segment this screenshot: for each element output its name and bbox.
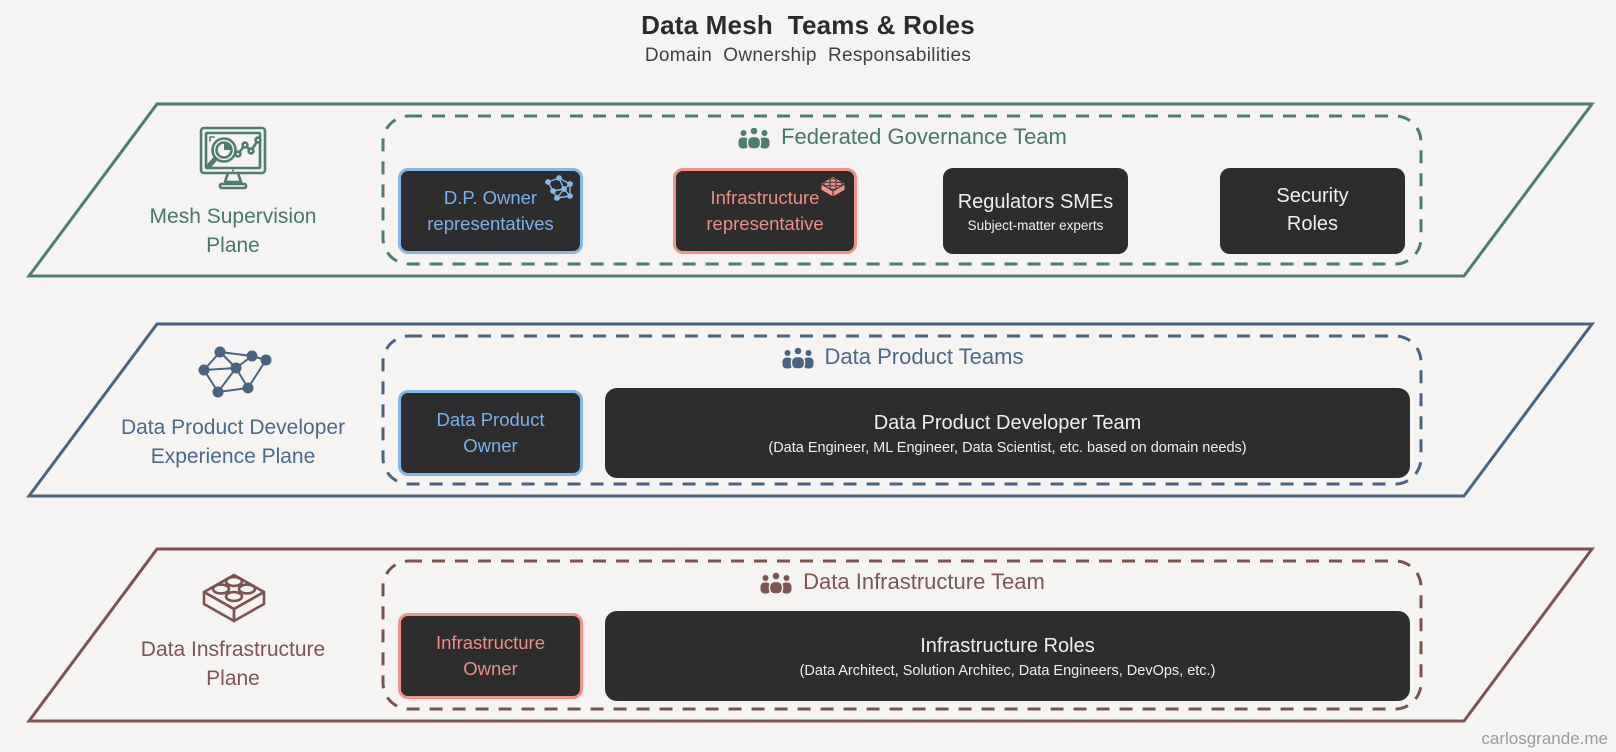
team-name: Data Product Teams [824, 344, 1024, 369]
team-name: Data Infrastructure Team [803, 569, 1045, 594]
role-sublabel: (Data Engineer, ML Engineer, Data Scient… [768, 440, 1247, 457]
role-data-product-developer-team: Data Product Developer Team (Data Engine… [605, 388, 1410, 478]
monitor-analytics-icon [193, 126, 273, 197]
role-label: Regulators SMEs [957, 191, 1114, 214]
plane-label-data-product-developer: Data Product Developer Experience Plane [120, 416, 346, 468]
people-icon [738, 125, 770, 149]
watermark: carlosgrande.me [1481, 729, 1608, 748]
lego-icon [818, 175, 848, 206]
team-header-data-product-teams: Data Product Teams [383, 344, 1421, 370]
network-icon [542, 175, 574, 207]
role-sublabel: (Data Architect, Solution Architec, Data… [799, 663, 1216, 680]
role-infrastructure-roles: Infrastructure Roles (Data Architect, So… [605, 611, 1410, 701]
role-label: Infrastructure Owner [436, 632, 545, 679]
team-name: Federated Governance Team [781, 124, 1067, 149]
role-label: Infrastructure representative [706, 187, 824, 234]
people-icon [782, 345, 814, 369]
plane-label-mesh-supervision: Mesh Supervision Plane [149, 205, 317, 257]
role-label: Data Product Owner [436, 409, 545, 456]
plane-label-data-infrastructure: Data Insfrastructure Plane [140, 638, 326, 690]
team-header-data-infrastructure: Data Infrastructure Team [383, 569, 1421, 595]
page-title: Data Mesh Teams & Roles [641, 10, 975, 40]
title-block: Data Mesh Teams & Roles Domain Ownership… [0, 10, 1616, 67]
role-label: D.P. Owner representatives [427, 187, 554, 234]
role-data-product-owner: Data Product Owner [398, 390, 583, 476]
role-label: Data Product Developer Team [873, 411, 1142, 434]
role-infrastructure-representative: Infrastructure representative [673, 168, 857, 254]
page-subtitle: Domain Ownership Responsabilities [644, 45, 972, 66]
role-label: Security Roles [1276, 185, 1349, 235]
people-icon [760, 570, 792, 594]
role-regulators-smes: Regulators SMEs Subject-matter experts [943, 168, 1128, 254]
role-sublabel: Subject-matter experts [967, 217, 1104, 233]
role-dp-owner-representatives: D.P. Owner representatives [398, 168, 583, 254]
network-graph-icon [196, 344, 274, 413]
role-security-roles: Security Roles [1220, 168, 1405, 254]
team-header-federated-governance: Federated Governance Team [383, 124, 1421, 150]
lego-brick-icon [198, 567, 270, 634]
role-infrastructure-owner: Infrastructure Owner [398, 613, 583, 699]
role-label: Infrastructure Roles [920, 634, 1095, 657]
